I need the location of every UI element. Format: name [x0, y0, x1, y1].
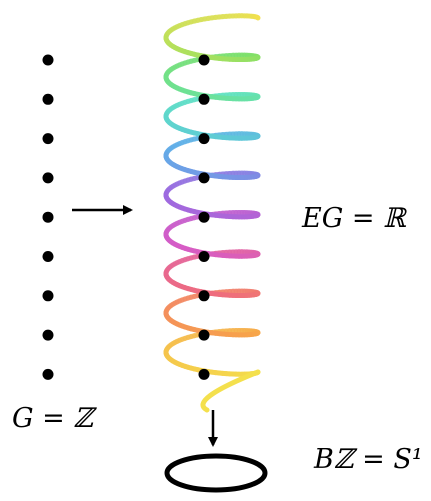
group-label: G = ℤ [12, 403, 94, 434]
integer-point [42, 368, 54, 380]
circle-s1 [164, 453, 268, 493]
lifted-point [198, 133, 210, 145]
lifted-point [198, 54, 210, 66]
lifted-point [198, 211, 210, 223]
integer-points-column [42, 54, 54, 380]
lifted-point [198, 329, 210, 341]
integer-point [42, 54, 54, 66]
lifted-point [198, 251, 210, 262]
integer-point [42, 290, 54, 302]
classifying-space-label: Bℤ = S¹ [314, 444, 423, 475]
lifted-point [198, 93, 210, 105]
integer-point [42, 93, 54, 105]
lifted-point [198, 290, 210, 302]
lifted-point [198, 368, 210, 380]
real-line-helix [163, 13, 261, 413]
universal-cover-label: EG = ℝ [302, 203, 406, 234]
integer-point [42, 329, 54, 341]
integer-point [42, 172, 54, 184]
integer-point [42, 133, 54, 145]
integer-point [42, 211, 54, 223]
lifted-point [198, 172, 210, 184]
lifted-points-column [198, 54, 210, 380]
integer-point [42, 251, 54, 262]
